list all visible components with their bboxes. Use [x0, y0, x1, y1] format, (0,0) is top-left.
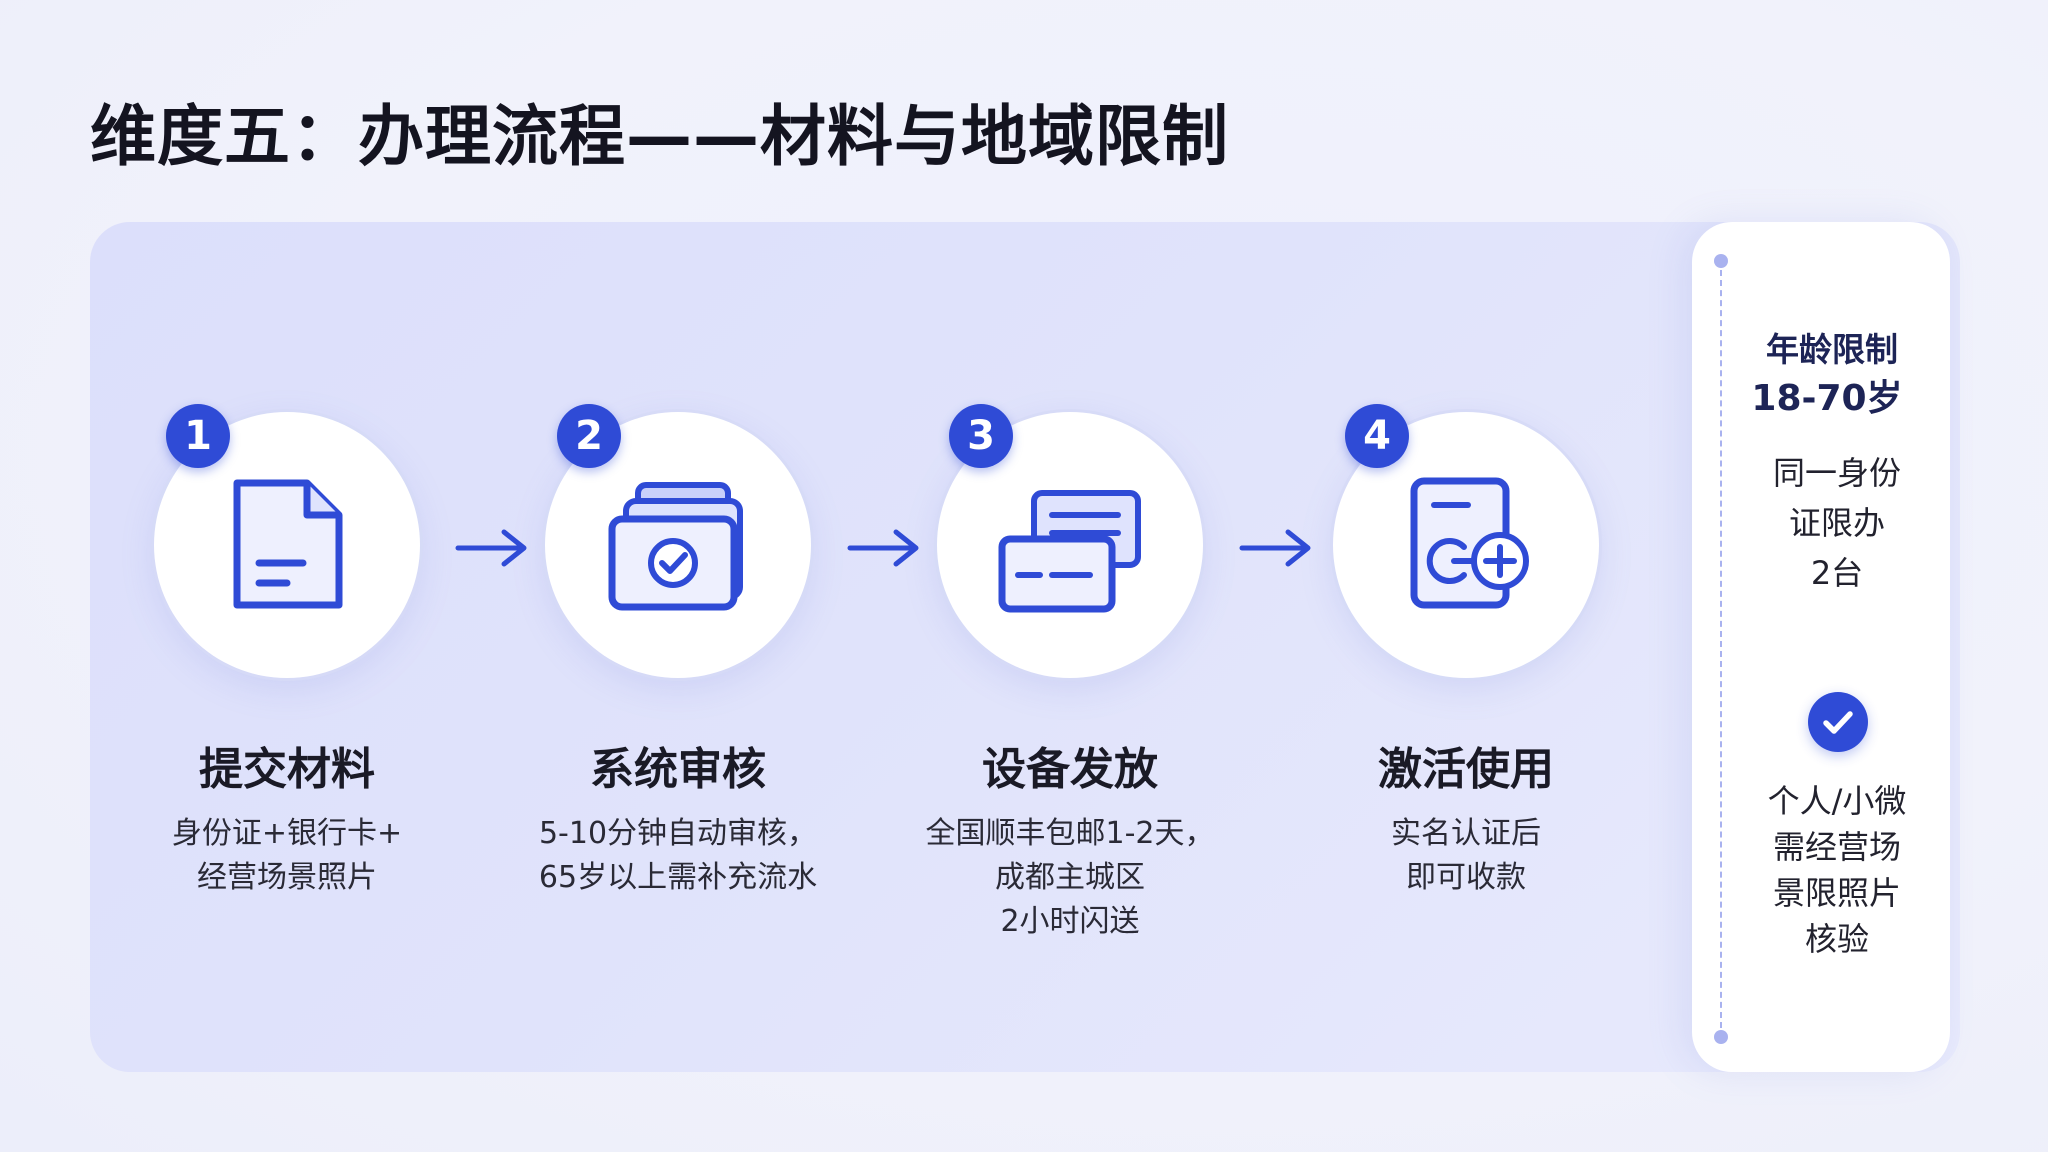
check-circle-icon — [1808, 692, 1868, 752]
arrow-right-icon — [454, 526, 530, 570]
folder-check-icon — [598, 465, 758, 625]
age-limit-label: 年龄限制 — [1766, 330, 1898, 369]
step-4-title: 激活使用 — [1378, 744, 1554, 795]
step-3-description: 全国顺丰包邮1-2天， 成都主城区 2小时闪送 — [925, 816, 1215, 939]
step-3-circle: 3 — [937, 404, 1203, 678]
step-1-number-badge: 1 — [166, 404, 230, 468]
step-1-title: 提交材料 — [199, 744, 375, 795]
timeline-bottom-dot — [1714, 1030, 1728, 1044]
step-2-number-badge: 2 — [557, 404, 621, 468]
step-4-description: 实名认证后 即可收款 — [1391, 816, 1541, 895]
step-4-circle: 4 — [1333, 404, 1599, 678]
timeline-dashed-line — [1720, 260, 1722, 1038]
id-limit-text: 同一身份 证限办 2台 — [1772, 454, 1901, 592]
arrow-right-icon — [1238, 526, 1314, 570]
timeline-top-dot — [1714, 254, 1728, 268]
step-2-description: 5-10分钟自动审核， 65岁以上需补充流水 — [538, 816, 818, 895]
process-flow-panel: 1 提交材料 身份证+银行卡+ 经营场景照片 2 — [90, 222, 1960, 1072]
cards-icon — [990, 465, 1150, 625]
arrow-right-icon — [846, 526, 922, 570]
document-icon — [207, 465, 367, 625]
activate-document-icon — [1386, 465, 1546, 625]
process-step-1: 1 提交材料 身份证+银行卡+ 经营场景照片 — [97, 404, 477, 900]
step-1-description: 身份证+银行卡+ 经营场景照片 — [171, 816, 403, 895]
step-1-circle: 1 — [154, 404, 420, 678]
step-3-number-badge: 3 — [949, 404, 1013, 468]
step-3-title: 设备发放 — [982, 744, 1158, 795]
step-4-number-badge: 4 — [1345, 404, 1409, 468]
process-step-2: 2 系统审核 5-10分钟自动审核， 65岁以上需补充流水 — [488, 404, 868, 900]
step-2-circle: 2 — [545, 404, 811, 678]
step-2-title: 系统审核 — [590, 744, 766, 795]
process-step-3: 3 设备发放 全国顺丰包邮1-2天， 成都主城区 2小时闪送 — [880, 404, 1260, 944]
restrictions-side-card: 年龄限制 18-70岁 同一身份 证限办 2台 个人/小微 需经营场 景限照片 … — [1692, 222, 1950, 1072]
page-title: 维度五：办理流程——材料与地域限制 — [90, 98, 1229, 175]
business-verification-note: 个人/小微 需经营场 景限照片 核验 — [1767, 782, 1907, 958]
age-limit-value: 18-70岁 — [1751, 378, 1903, 419]
process-step-4: 4 激活使用 实名认证后 即可收款 — [1276, 404, 1656, 900]
